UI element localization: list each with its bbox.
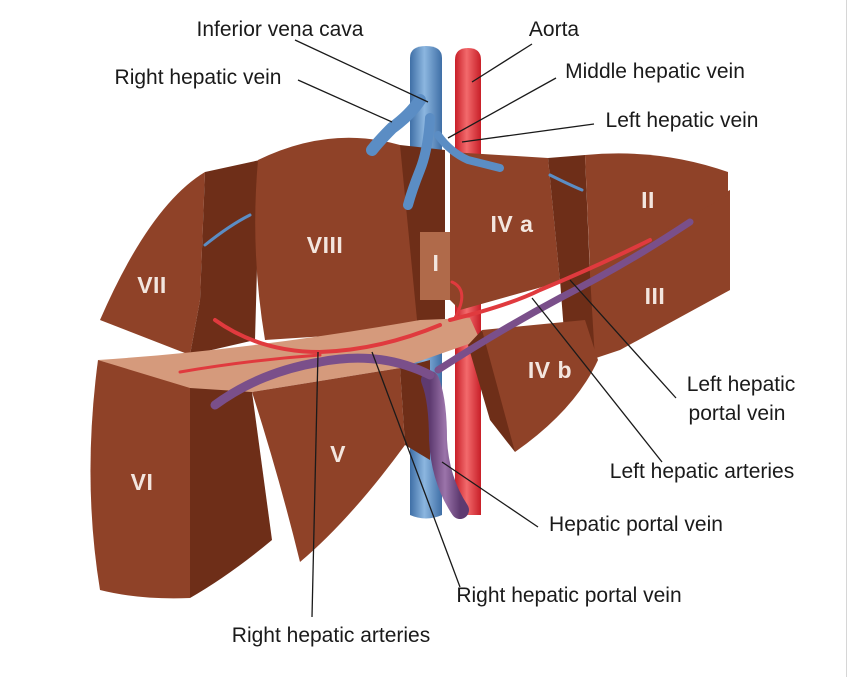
segment-4b xyxy=(482,320,598,452)
segment-8-label: VIII xyxy=(307,232,344,258)
segment-4b-label: IV b xyxy=(528,357,572,383)
segment-1-label: I xyxy=(433,250,440,276)
label-left-hepatic-vein: Left hepatic vein xyxy=(606,109,759,132)
segment-2 xyxy=(585,153,728,270)
lower-liver xyxy=(90,318,598,599)
segment-8 xyxy=(255,137,418,340)
segment-5-label: V xyxy=(330,441,346,467)
label-right-hepatic-arteries: Right hepatic arteries xyxy=(232,624,430,647)
frame-border xyxy=(846,0,847,677)
segment-5 xyxy=(252,368,405,562)
label-hepatic-portal-vein: Hepatic portal vein xyxy=(549,513,723,536)
label-aorta: Aorta xyxy=(529,18,580,41)
segment-7 xyxy=(100,172,205,355)
segment-1 xyxy=(420,232,452,300)
label-left-hepatic-portal-vein-line2: portal vein xyxy=(689,402,786,425)
label-middle-hepatic-vein: Middle hepatic vein xyxy=(565,60,745,83)
label-inferior-vena-cava: Inferior vena cava xyxy=(197,18,364,41)
hepatic-veins xyxy=(203,94,584,247)
label-right-hepatic-portal-vein: Right hepatic portal vein xyxy=(456,584,681,607)
segment-6-label: VI xyxy=(131,469,154,495)
left-portal-branch xyxy=(434,218,694,374)
segment-6 xyxy=(90,360,190,599)
right-hepatic-artery xyxy=(213,318,442,355)
left-hepatic-artery xyxy=(448,238,652,322)
label-left-hepatic-arteries: Left hepatic arteries xyxy=(610,460,794,483)
upper-liver xyxy=(100,137,730,360)
segment-4a-label: IV a xyxy=(491,211,534,237)
segment-3-label: III xyxy=(645,283,666,309)
segment-4a xyxy=(450,152,560,310)
leader-lines xyxy=(294,39,677,618)
portal-system xyxy=(178,218,694,519)
segment-3 xyxy=(580,190,730,360)
hepatic-portal-vein xyxy=(421,371,469,519)
anatomy-labels: Inferior vena cava Aorta Right hepatic v… xyxy=(115,18,796,647)
label-right-hepatic-vein: Right hepatic vein xyxy=(115,66,282,89)
label-left-hepatic-portal-vein-line1: Left hepatic xyxy=(687,373,796,396)
right-portal-branch xyxy=(210,353,435,410)
segment-7-label: VII xyxy=(137,272,167,298)
segment-2-label: II xyxy=(641,187,655,213)
segment-labels: VII VIII I IV a II III IV b V VI xyxy=(131,187,666,495)
